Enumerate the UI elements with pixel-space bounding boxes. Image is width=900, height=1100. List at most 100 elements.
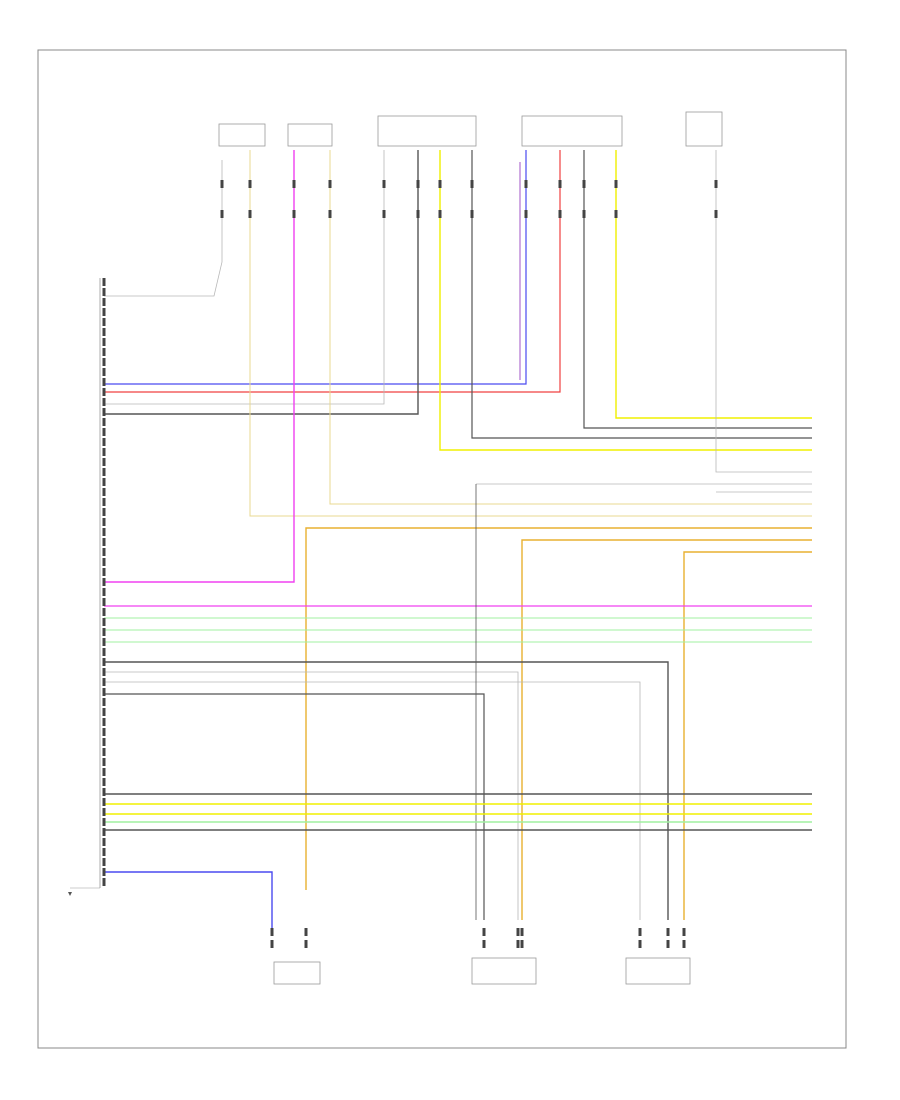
connector-pin bbox=[102, 528, 106, 536]
connector-pin bbox=[102, 308, 106, 316]
wire-layer bbox=[104, 150, 812, 930]
connector-pin bbox=[666, 940, 670, 948]
connector-pin bbox=[102, 578, 106, 586]
component-top-2-box bbox=[287, 123, 333, 147]
wire-10 bbox=[715, 150, 812, 473]
connector-pin bbox=[220, 210, 224, 218]
connector-pin bbox=[102, 818, 106, 826]
wire-3 bbox=[104, 150, 561, 393]
connector-pin bbox=[102, 838, 106, 846]
ground-arrow bbox=[68, 892, 72, 896]
connector-pin bbox=[102, 618, 106, 626]
connector-pin bbox=[524, 210, 528, 218]
component-bottom-1 bbox=[273, 961, 321, 985]
connector-pin bbox=[638, 928, 642, 936]
wire-17 bbox=[683, 551, 812, 920]
connector-pin bbox=[638, 940, 642, 948]
connector-pin bbox=[102, 848, 106, 856]
connector-pin bbox=[438, 210, 442, 218]
connector-pin bbox=[614, 210, 618, 218]
component-top-1-box bbox=[218, 123, 266, 147]
component-top-3 bbox=[377, 115, 477, 147]
wire-9 bbox=[439, 150, 812, 451]
connector-pin bbox=[102, 568, 106, 576]
component-bottom-3-box bbox=[625, 957, 691, 985]
connector-pin bbox=[102, 738, 106, 746]
connector-pin bbox=[102, 358, 106, 366]
connector-pin bbox=[248, 180, 252, 188]
connector-pin bbox=[102, 828, 106, 836]
component-top-5 bbox=[685, 111, 723, 147]
connector-pin bbox=[102, 408, 106, 416]
connector-pin bbox=[102, 678, 106, 686]
connector-pin bbox=[102, 338, 106, 346]
connector-pin bbox=[382, 210, 386, 218]
connector-pin bbox=[102, 728, 106, 736]
wire-15 bbox=[305, 527, 812, 890]
connector-pin bbox=[102, 508, 106, 516]
component-top-5-box bbox=[685, 111, 723, 147]
connector-pin bbox=[102, 778, 106, 786]
connector-pin bbox=[102, 878, 106, 886]
connector-pin bbox=[102, 298, 106, 306]
connector-pin bbox=[102, 748, 106, 756]
connector-pin bbox=[102, 868, 106, 876]
connector-pin bbox=[582, 180, 586, 188]
connector-pin bbox=[102, 808, 106, 816]
connector-pin bbox=[102, 488, 106, 496]
connector-pin bbox=[102, 448, 106, 456]
connector-pin bbox=[482, 928, 486, 936]
connector-pin bbox=[304, 940, 308, 948]
connector-pin bbox=[524, 180, 528, 188]
connector-pin bbox=[102, 388, 106, 396]
wire-6 bbox=[615, 150, 812, 419]
connector-pin bbox=[102, 348, 106, 356]
connector-pin bbox=[270, 928, 274, 936]
connector-pin bbox=[102, 758, 106, 766]
connector-pin bbox=[102, 428, 106, 436]
connector-pin bbox=[558, 210, 562, 218]
connector-pin bbox=[682, 940, 686, 948]
wire-7 bbox=[583, 150, 812, 429]
wire-1 bbox=[104, 160, 223, 297]
control-module-connector bbox=[68, 278, 101, 896]
connector-pin bbox=[102, 468, 106, 476]
connector-pin bbox=[516, 940, 520, 948]
connector-pin bbox=[102, 328, 106, 336]
connector-pin bbox=[102, 788, 106, 796]
connector-pin bbox=[438, 180, 442, 188]
wire-23 bbox=[104, 661, 669, 920]
connector-pin bbox=[102, 608, 106, 616]
connector-pin bbox=[714, 180, 718, 188]
component-bottom-1-box bbox=[273, 961, 321, 985]
connector-pin bbox=[328, 210, 332, 218]
wire-5 bbox=[104, 150, 419, 415]
wire-8 bbox=[471, 150, 812, 439]
connector-pin bbox=[102, 648, 106, 656]
connector-pin bbox=[102, 288, 106, 296]
connector-pin bbox=[102, 318, 106, 326]
connector-pin bbox=[102, 478, 106, 486]
connector-pin bbox=[516, 928, 520, 936]
component-bottom-2-box bbox=[471, 957, 537, 985]
component-top-2 bbox=[287, 123, 333, 147]
connector-pin bbox=[270, 940, 274, 948]
wire-18 bbox=[104, 150, 295, 583]
wire-2 bbox=[104, 150, 527, 385]
connector-pin bbox=[102, 548, 106, 556]
wire-25 bbox=[104, 681, 641, 920]
connector-pin bbox=[102, 588, 106, 596]
connector-pin bbox=[582, 210, 586, 218]
wire-13 bbox=[329, 150, 812, 505]
component-top-3-box bbox=[377, 115, 477, 147]
connector-pin bbox=[416, 180, 420, 188]
connector-pin bbox=[102, 278, 106, 286]
connector-pin bbox=[682, 928, 686, 936]
connector-pin bbox=[470, 210, 474, 218]
connector-pin bbox=[102, 398, 106, 406]
connector-pin bbox=[102, 418, 106, 426]
connector-pin bbox=[102, 688, 106, 696]
connector-pin bbox=[248, 210, 252, 218]
